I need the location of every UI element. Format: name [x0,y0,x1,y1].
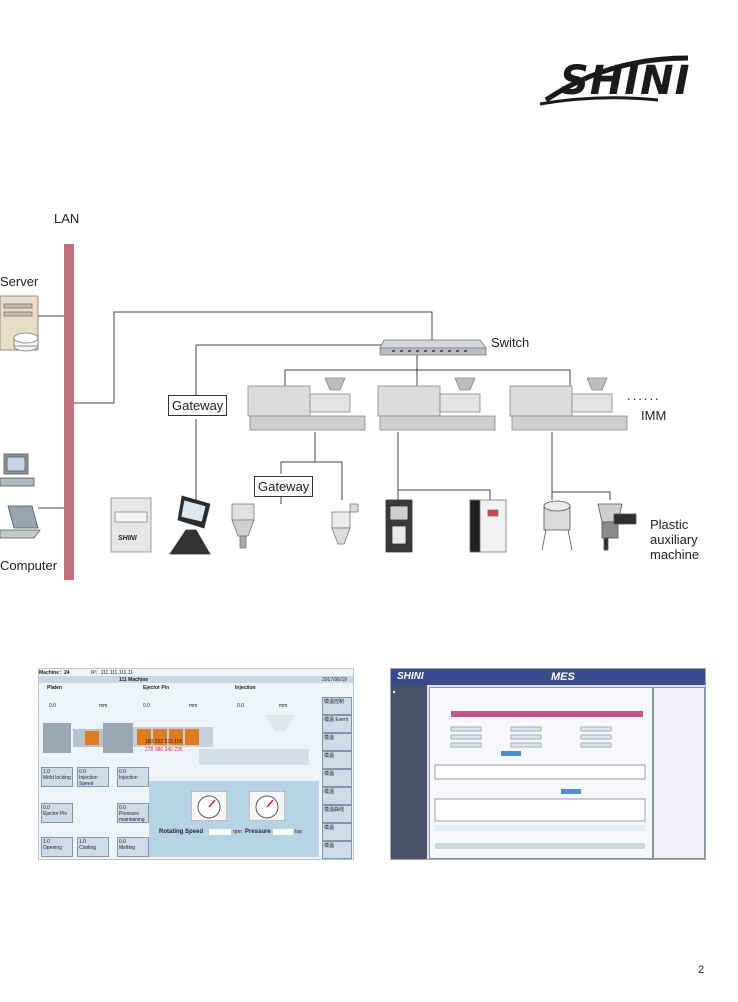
desktop-computer [0,453,35,487]
aux-loader [385,499,413,553]
hmi-side-button[interactable]: 模温控制 [322,697,352,715]
hmi-machine-schematic [43,715,309,765]
lan-label: LAN [54,211,80,226]
mes-menu-item[interactable]: Quality [563,720,576,725]
hmi-zero-unit: mm [99,703,108,709]
hmi-gauge-panel: Rotating Speed rpm Pressure bar [149,781,319,857]
network-diagram [0,244,637,580]
aux-label-line2: auxiliary [650,532,698,547]
hmi-zero-unit: mm [189,703,198,709]
hmi-zero-unit: mm [279,703,288,709]
mes-menu-item[interactable]: Status [453,720,465,725]
hmi-temps-row1: 180 222 223 155 [145,739,183,745]
hmi-side-button[interactable]: 模温 [322,841,352,859]
mes-menu-item[interactable]: Work [497,720,507,725]
mes-menu-item[interactable]: Info [475,720,482,725]
server-label: Server [0,274,39,289]
aux-label-line3: machine [650,547,700,562]
hmi-rotating-label: Rotating Speed [159,829,204,835]
brand-logo: SHINI [538,50,703,108]
page-number: 2 [698,964,705,976]
hmi-side-button[interactable]: 模温 [322,733,352,751]
hmi-section-platen: Platen [47,685,63,691]
hmi-side-button[interactable]: 模温 [322,751,352,769]
mes-menu-items: Status Info Work Orders Plans Quality Reports S… [453,711,643,725]
mes-sidebar [391,685,427,859]
aux-dryer [231,503,255,549]
mes-right-panel [653,687,705,859]
hmi-rotating-unit: rpm [233,829,242,835]
aux-hopper [331,503,359,545]
server-device [0,295,39,352]
imm-more: ...... [627,388,661,403]
mes-logo: SHINI [397,671,424,682]
hmi-date: 2017/06/19 [322,677,348,683]
aux-control-panel [110,497,152,553]
hmi-rotating-field[interactable] [209,829,231,835]
hmi-pressure-field[interactable] [273,829,293,835]
hmi-section-injection: Injection [235,685,256,691]
pressure-gauge-icon [249,791,285,821]
gateway-label-top: Gateway [168,395,228,416]
hmi-side-button[interactable]: 模温 Event [322,715,352,733]
hmi-pressure-label: Pressure [245,829,271,835]
aux-panel-logo: SHINI [118,535,137,542]
mes-title: MES [551,671,575,683]
computer-label: Computer [0,558,58,573]
mes-menu-item[interactable]: Reports [585,720,600,725]
hmi-temps-row2: 278 380 240 235 [145,747,183,753]
hmi-pressure-unit: bar [295,829,303,835]
lan-bar [64,244,74,580]
mes-menu-item[interactable]: Settings [607,720,622,725]
hmi-zero-value: 0.0 [143,703,150,709]
hmi-zero-value: 0.0 [237,703,244,709]
hmi-screenshot: Machine：24 IP：111.111.111.11 111 Machine… [38,668,354,860]
mes-screenshot: SHINI MES ■ Status Info Work Orders Plans Qua… [390,668,706,860]
mes-menu-bar [451,711,643,717]
logo-swoosh-icon [539,55,689,106]
hmi-side-button[interactable]: 模温 [322,787,352,805]
mes-sidebar-item[interactable]: ■ [393,689,396,694]
imm-machine [509,377,628,431]
hmi-title-bar [39,676,353,683]
switch-device [379,339,487,356]
rotating-speed-gauge-icon [191,791,227,821]
mes-header [391,669,705,685]
mes-form-area [434,726,646,849]
hmi-machine-label: Machine：24 [39,670,70,676]
switch-label: Switch [491,335,530,350]
aux-mixer [597,503,637,551]
aux-label-line1: Plastic [650,517,689,532]
laptop-computer [0,505,41,539]
hmi-side-button[interactable]: 模温 [322,823,352,841]
gateway-label-bottom: Gateway [254,476,314,497]
hmi-title: 111 Machine [119,677,149,683]
hmi-ip-label: IP：111.111.111.11 [91,670,133,676]
imm-label: IMM [641,408,667,423]
aux-hmi-terminal [169,495,211,555]
aux-chiller [469,499,507,553]
mes-menu-item[interactable]: Orders [519,720,532,725]
hmi-zero-value: 0.0 [49,703,56,709]
aux-granulator [541,500,573,551]
mes-menu-item[interactable]: Plans [541,720,552,725]
imm-machine [377,377,496,431]
hmi-side-button[interactable]: 模温曲线 [322,805,352,823]
logo-text: SHINI [560,58,691,104]
hmi-section-ejector: Ejector Pin [143,685,170,691]
hmi-side-button[interactable]: 模温 [322,769,352,787]
imm-machine [247,377,366,431]
